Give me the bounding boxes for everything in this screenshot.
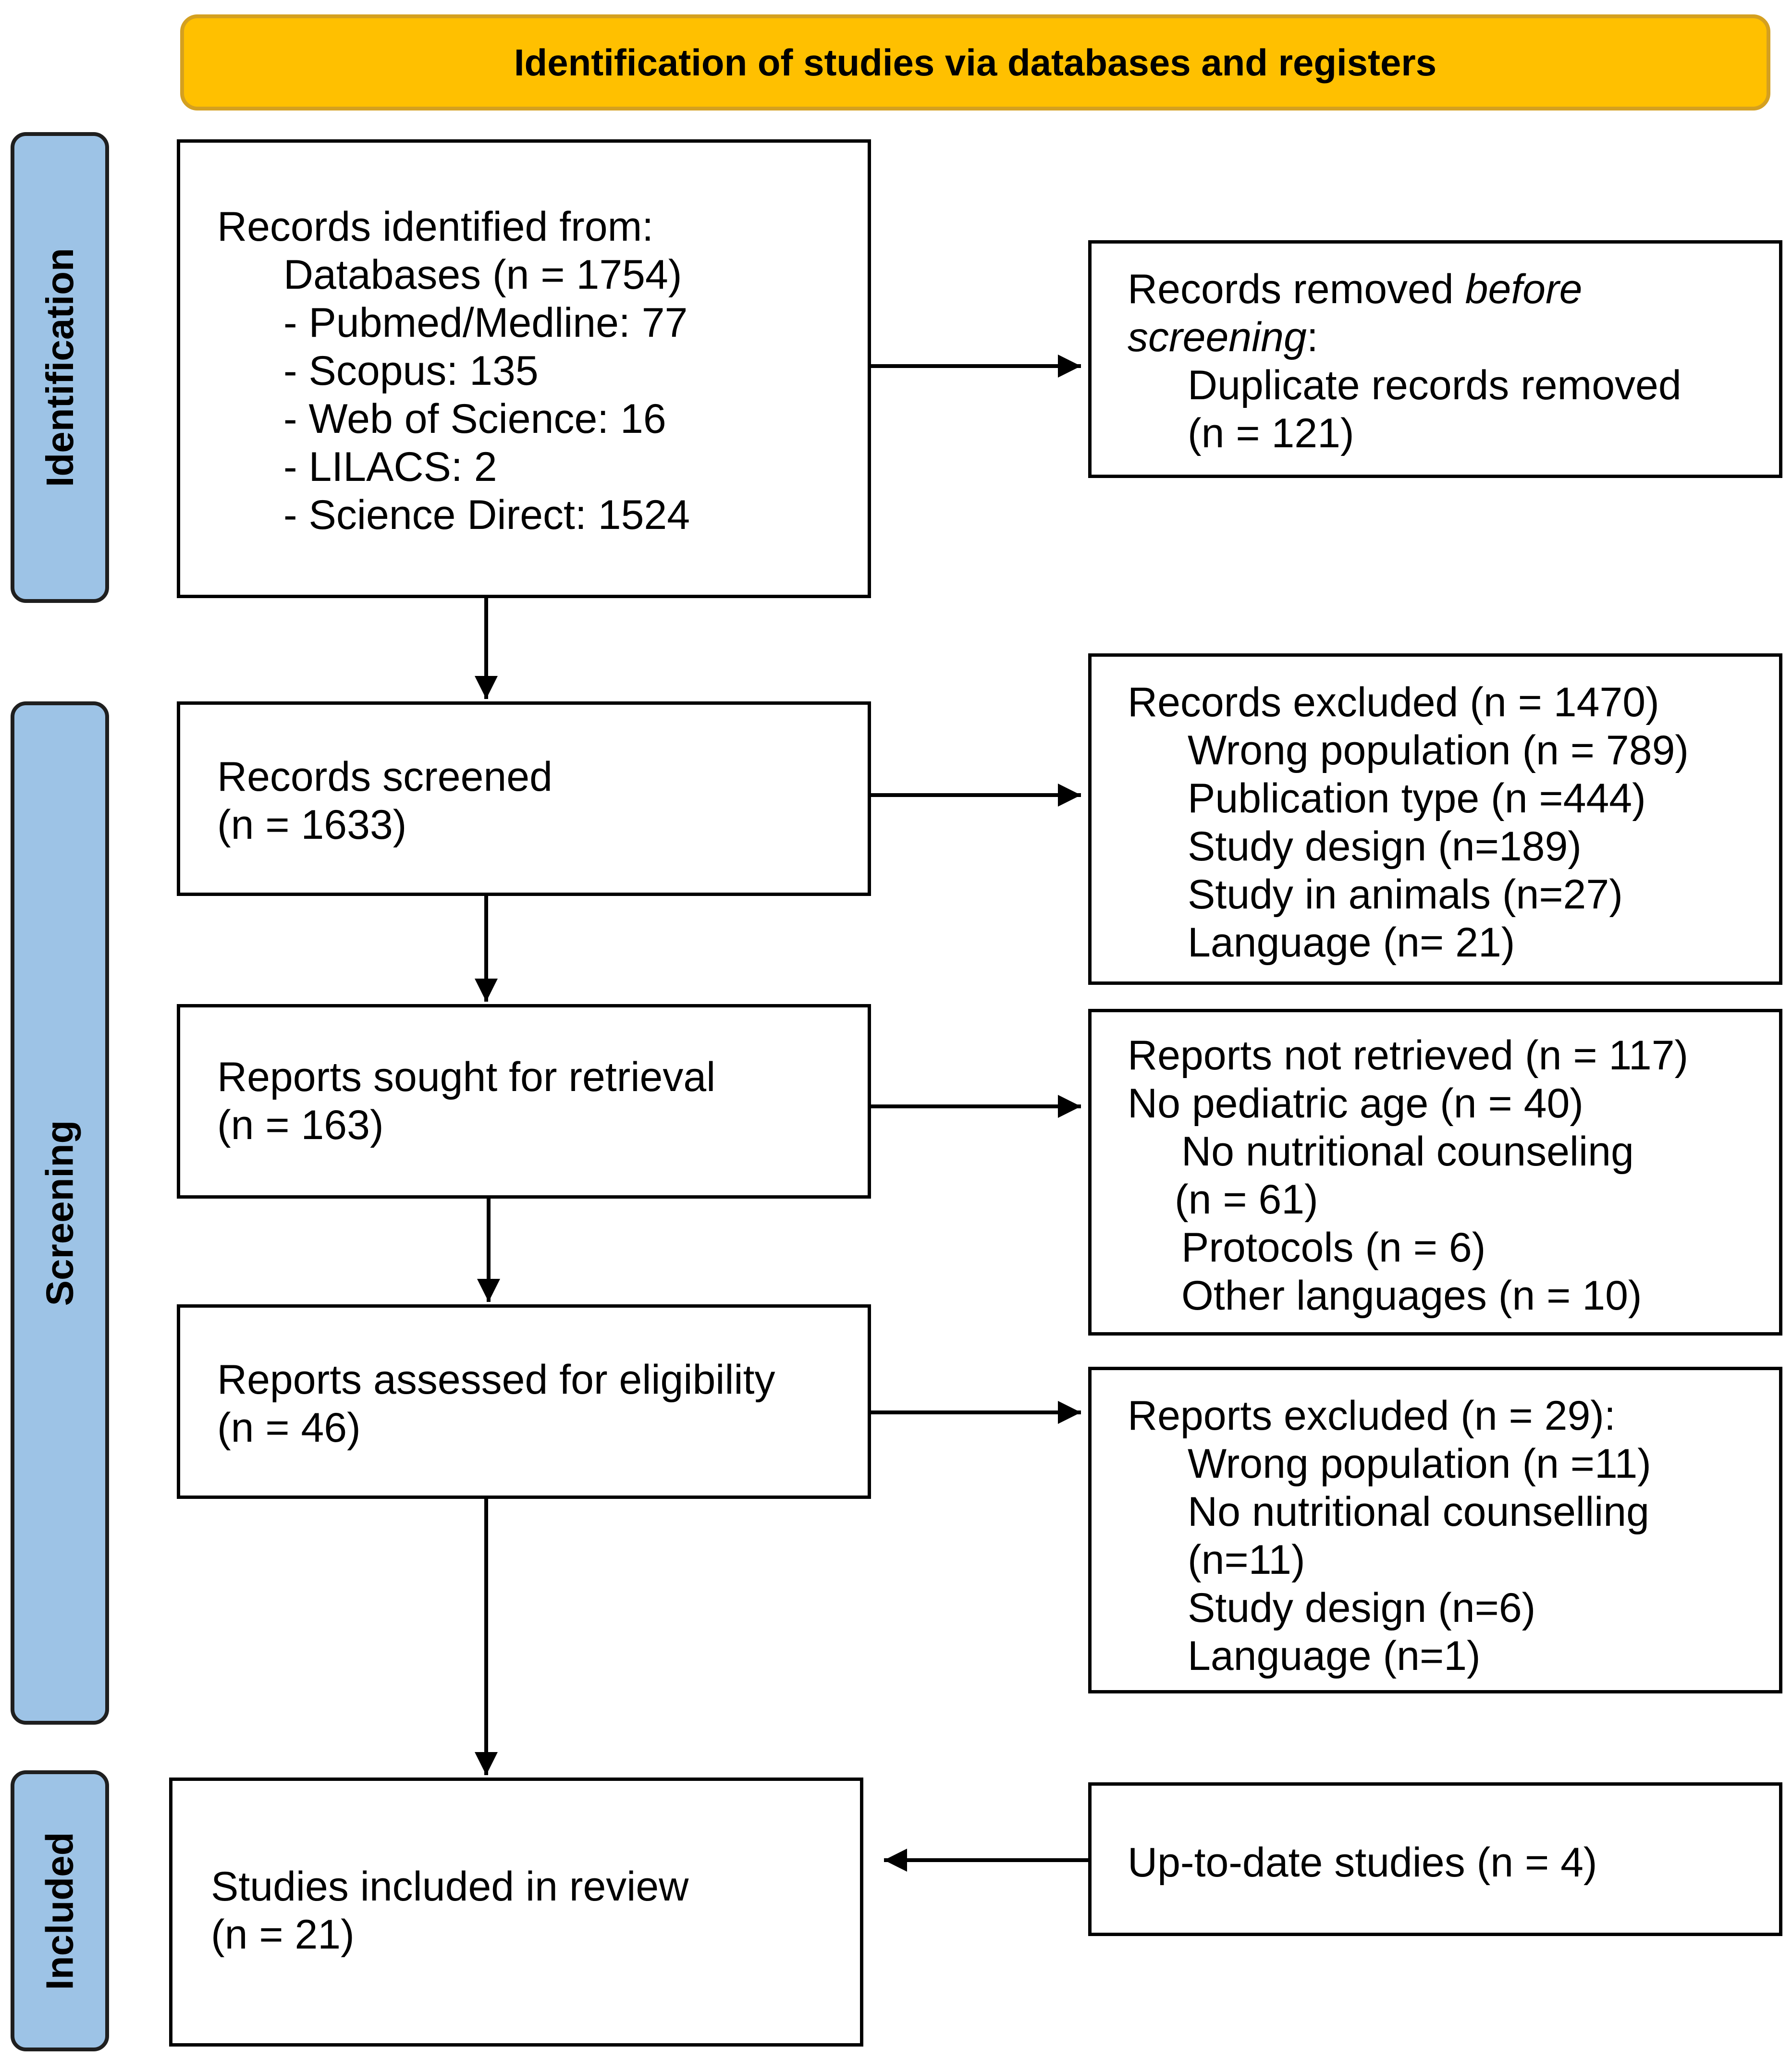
database-wos: - Web of Science: 16	[283, 396, 666, 442]
records-screened-box: Records screened (n = 1633)	[177, 701, 871, 896]
records-excluded-total: Records excluded (n = 1470)	[1128, 679, 1659, 725]
reports-excluded-language: Language (n=1)	[1188, 1633, 1481, 1679]
records-removed-screening: screening	[1128, 314, 1307, 360]
reports-assessed-label: Reports assessed for eligibility	[217, 1357, 775, 1403]
excluded-publication-type: Publication type (n =444)	[1188, 775, 1646, 822]
reports-assessed-count: (n = 46)	[217, 1405, 361, 1451]
excluded-wrong-population: Wrong population (n = 789)	[1188, 727, 1689, 773]
reports-excluded-total: Reports excluded (n = 29):	[1128, 1393, 1616, 1439]
excluded-animals: Study in animals (n=27)	[1188, 871, 1623, 918]
duplicates-count: (n = 121)	[1188, 410, 1354, 456]
reports-sought-count: (n = 163)	[217, 1102, 384, 1148]
records-removed-text: Records removed	[1128, 266, 1465, 312]
records-removed-line2: screening:	[1128, 313, 1779, 361]
phase-included: Included	[11, 1770, 109, 2051]
reports-excluded-counselling: No nutritional counselling	[1188, 1489, 1649, 1535]
header-title: Identification of studies via databases …	[514, 41, 1437, 84]
records-removed-colon: :	[1306, 314, 1318, 360]
records-identified-box: Records identified from: Databases (n = …	[177, 139, 871, 598]
not-retrieved-counseling-count: (n = 61)	[1175, 1177, 1318, 1223]
reports-excluded-box: Reports excluded (n = 29): Wrong populat…	[1088, 1367, 1782, 1693]
studies-included-count: (n = 21)	[211, 1912, 355, 1958]
records-excluded-box: Records excluded (n = 1470) Wrong popula…	[1088, 653, 1782, 985]
studies-included-box: Studies included in review (n = 21)	[169, 1778, 863, 2047]
phase-screening: Screening	[11, 701, 109, 1725]
databases-total: Databases (n = 1754)	[283, 252, 682, 298]
database-lilacs: - LILACS: 2	[283, 444, 497, 490]
not-retrieved-pediatric: No pediatric age (n = 40)	[1128, 1080, 1583, 1127]
up-to-date-label: Up-to-date studies (n = 4)	[1128, 1839, 1597, 1886]
not-retrieved-protocols: Protocols (n = 6)	[1181, 1225, 1486, 1271]
not-retrieved-counseling: No nutritional counseling	[1181, 1128, 1634, 1175]
reports-assessed-box: Reports assessed for eligibility (n = 46…	[177, 1304, 871, 1499]
excluded-study-design: Study design (n=189)	[1188, 823, 1582, 870]
not-retrieved-total: Reports not retrieved (n = 117)	[1128, 1032, 1689, 1079]
reports-sought-box: Reports sought for retrieval (n = 163)	[177, 1004, 871, 1199]
reports-excluded-counselling-count: (n=11)	[1188, 1537, 1305, 1583]
records-removed-box: Records removed before screening: Duplic…	[1088, 240, 1782, 478]
header-band: Identification of studies via databases …	[180, 14, 1770, 110]
reports-not-retrieved-box: Reports not retrieved (n = 117) No pedia…	[1088, 1009, 1782, 1336]
duplicates-label: Duplicate records removed	[1188, 362, 1682, 408]
records-screened-count: (n = 1633)	[217, 802, 407, 848]
records-screened-label: Records screened	[217, 754, 552, 800]
reports-sought-label: Reports sought for retrieval	[217, 1054, 716, 1100]
not-retrieved-languages: Other languages (n = 10)	[1181, 1273, 1642, 1319]
excluded-language: Language (n= 21)	[1188, 920, 1515, 966]
records-removed-line1: Records removed before	[1128, 265, 1779, 313]
records-removed-before: before	[1465, 266, 1583, 312]
records-identified-heading: Records identified from:	[217, 204, 654, 250]
phase-identification: Identification	[11, 132, 109, 603]
reports-excluded-design: Study design (n=6)	[1188, 1585, 1536, 1631]
reports-excluded-population: Wrong population (n =11)	[1188, 1441, 1651, 1487]
database-scopus: - Scopus: 135	[283, 348, 539, 394]
database-sciencedirect: - Science Direct: 1524	[283, 492, 690, 538]
database-pubmed: - Pubmed/Medline: 77	[283, 300, 688, 346]
up-to-date-box: Up-to-date studies (n = 4)	[1088, 1782, 1782, 1936]
studies-included-label: Studies included in review	[211, 1864, 689, 1910]
